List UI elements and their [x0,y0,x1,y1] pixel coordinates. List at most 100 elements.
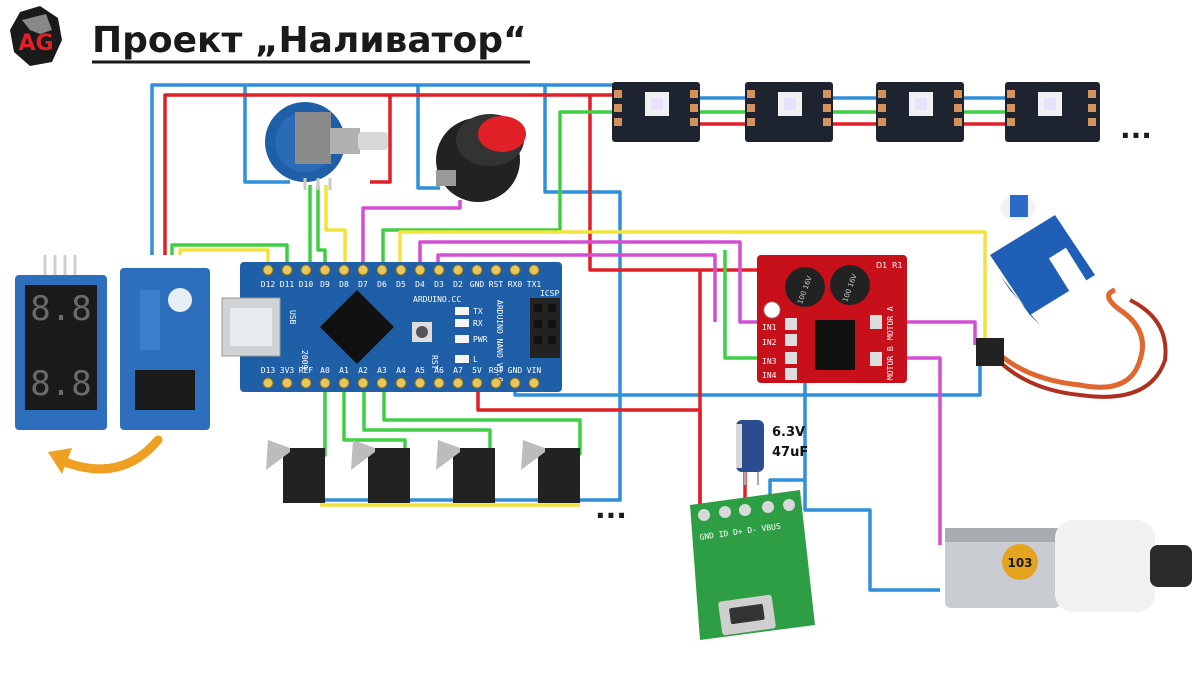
nano-bottom-pin-label-gnd: GND [508,366,523,375]
nano-bottom-pin-pad-a2 [357,377,369,389]
wire-green-sw3 [362,375,492,455]
nano-led-label-tx: TX [473,307,483,316]
nano-top-pin-label-d4: D4 [415,280,425,289]
driver-motor-b-label: MOTOR B [886,346,895,380]
capacitor-voltage: 6.3V [772,425,805,440]
orange-arrow-head [48,448,72,474]
nano-top-pin-label-d3: D3 [434,280,444,289]
nano-bottom-pin-label-5v: 5V [472,366,482,375]
page-title: Проект „Наливатор“ [92,20,527,61]
wire-blue-led-down [320,85,622,502]
micro-switch-4 [521,440,580,503]
wire-yellow-display-dio [178,248,270,268]
nano-top-pin-pad-d7 [357,264,369,276]
driver-in3-label: IN3 [762,357,777,366]
nano-bottom-pin-pad-ref [300,377,312,389]
nano-bottom-pin-pad-a5 [414,377,426,389]
nano-led-label-rx: RX [473,319,483,328]
nano-top-pin-label-d2: D2 [453,280,463,289]
nano-top-pin-label-d6: D6 [377,280,387,289]
nano-top-pin-label-d7: D7 [358,280,368,289]
nano-top-pin-label-d9: D9 [320,280,330,289]
driver-motor-a-label: MOTOR A [886,306,895,340]
push-button [436,114,526,202]
switches-ellipsis: ... [595,492,627,525]
wire-green-pot-a [316,185,327,268]
led-strip-ellipsis: ... [1120,112,1152,145]
nano-top-pin-pad-d5 [395,264,407,276]
nano-top-pin-label-gnd: GND [470,280,485,289]
nano-bottom-pin-label-a3: A3 [377,366,387,375]
nano-top-pin-pad-rx0 [509,264,521,276]
nano-bottom-pin-label-a6: A6 [434,366,444,375]
nano-brand-label: ARDUINO.CC [413,295,461,304]
wire-yellow-servo [398,230,987,340]
wire-green-sw2 [342,375,407,455]
nano-usb-label: USB [288,310,297,325]
nano-bottom-pin-label-3v3: 3V3 [280,366,295,375]
wire-magenta-servo [436,253,717,322]
logo-text: AG [18,31,53,56]
orange-arrow [55,435,163,474]
nano-bottom-pin-pad-3v3 [281,377,293,389]
nano-top-pin-pad-tx1 [528,264,540,276]
micro-switches: ... [266,440,627,525]
nano-top-pin-label-d10: D10 [299,280,314,289]
nano-top-pin-label-d11: D11 [280,280,295,289]
display-digits-top: 8.8 [30,289,91,329]
nano-bottom-pin-label-a4: A4 [396,366,406,375]
usb-power-board: GND ID D+ D- VBUS [690,490,815,640]
header: AG Проект „Наливатор“ [10,6,530,66]
wire-green-sw4 [382,375,582,455]
capacitor: 6.3V 47uF [736,420,808,485]
nano-led-labels: TX RX PWR L [473,307,488,364]
led-module-2 [745,82,833,142]
display-driver-board [120,268,210,430]
ag-logo: AG [10,6,62,66]
nano-top-pin-pad-rst [490,264,502,276]
wire-green-led-data [381,110,620,268]
driver-label-d1: D1 [876,261,887,270]
pump-motor: 103 [945,520,1192,612]
led-module-4 [1005,82,1100,142]
nano-bottom-pin-label-vin: VIN [527,366,542,375]
nano-top-pin-pad-d10 [300,264,312,276]
nano-top-pin-pad-d11 [281,264,293,276]
seven-segment-display: 8.8 8.8 [15,255,107,430]
nano-top-pin-label-d8: D8 [339,280,349,289]
nano-top-pin-pad-d6 [376,264,388,276]
nano-icsp-label: ICSP [540,289,559,298]
nano-bottom-pin-pad-gnd [509,377,521,389]
servo-cable [998,287,1145,390]
micro-switch-3 [436,440,495,503]
nano-bottom-pin-pad-rst [490,377,502,389]
led-module-1 [612,82,700,142]
servo [976,195,1168,399]
wire-magenta-button [361,200,462,268]
nano-top-pin-label-rx0: RX0 [508,280,523,289]
nano-top-pin-pad-gnd [471,264,483,276]
nano-bottom-pin-pad-5v [471,377,483,389]
nano-bottom-pin-label-a7: A7 [453,366,463,375]
nano-bottom-pin-label-rst: RST [489,366,504,375]
led-strip: ... [612,82,1152,145]
wire-blue-pot [243,85,290,184]
nano-year-label: 2009 [300,350,309,369]
led-chain-wires [700,96,1005,126]
nano-bottom-pin-pad-d13 [262,377,274,389]
driver-in1-label: IN1 [762,323,777,332]
wire-green-display-clk [170,243,289,268]
display-digits-bottom: 8.8 [30,364,91,404]
driver-label-r1: R1 [892,261,903,270]
driver-in4-label: IN4 [762,371,777,380]
nano-top-pin-pad-d8 [338,264,350,276]
nano-bottom-pin-label-d13: D13 [261,366,276,375]
nano-top-pin-pad-d4 [414,264,426,276]
wire-magenta-motor-a [880,320,977,345]
capacitor-capacitance: 47uF [772,445,808,460]
potentiometer [265,102,388,190]
motor-driver: 100 16V 100 16V D1 R1 IN1 IN2 IN3 IN4 MO… [757,255,907,383]
wire-blue-button [416,85,440,190]
nano-top-pin-label-rst: RST [489,280,504,289]
nano-top-pin-label-d12: D12 [261,280,276,289]
